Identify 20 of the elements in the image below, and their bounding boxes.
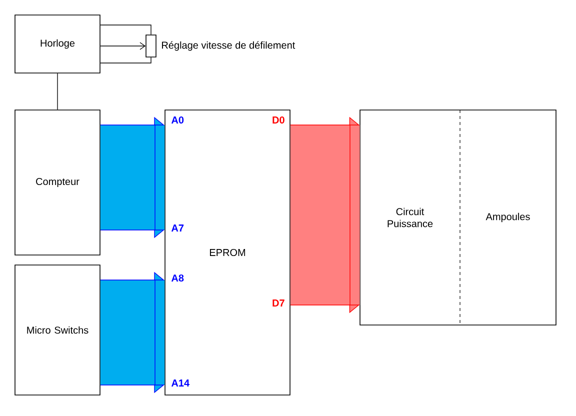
bus-arrow xyxy=(290,116,360,314)
bus-arrow xyxy=(100,116,165,238)
wire xyxy=(100,24,152,35)
lamps-box: Ampoules xyxy=(460,110,556,326)
pin-label: A14 xyxy=(171,380,190,386)
pin-label: A8 xyxy=(171,274,184,282)
potentiometer-symbol xyxy=(146,34,156,58)
counter-box: Compteur xyxy=(14,110,100,256)
switch-box: Micro Switchs xyxy=(14,264,100,396)
pin-label: D0 xyxy=(272,116,284,124)
node-caption: Réglage vitesse de défilement xyxy=(162,41,296,51)
wire xyxy=(57,73,58,110)
power-circuit-box: Circuit Puissance xyxy=(360,110,460,326)
pin-label: A7 xyxy=(171,224,184,232)
pin-label: A0 xyxy=(171,116,184,124)
bus-arrow xyxy=(100,272,165,394)
pin-label: D7 xyxy=(272,300,284,306)
clock-box: Horloge xyxy=(14,14,100,74)
wire xyxy=(100,42,146,50)
wire xyxy=(100,57,152,64)
